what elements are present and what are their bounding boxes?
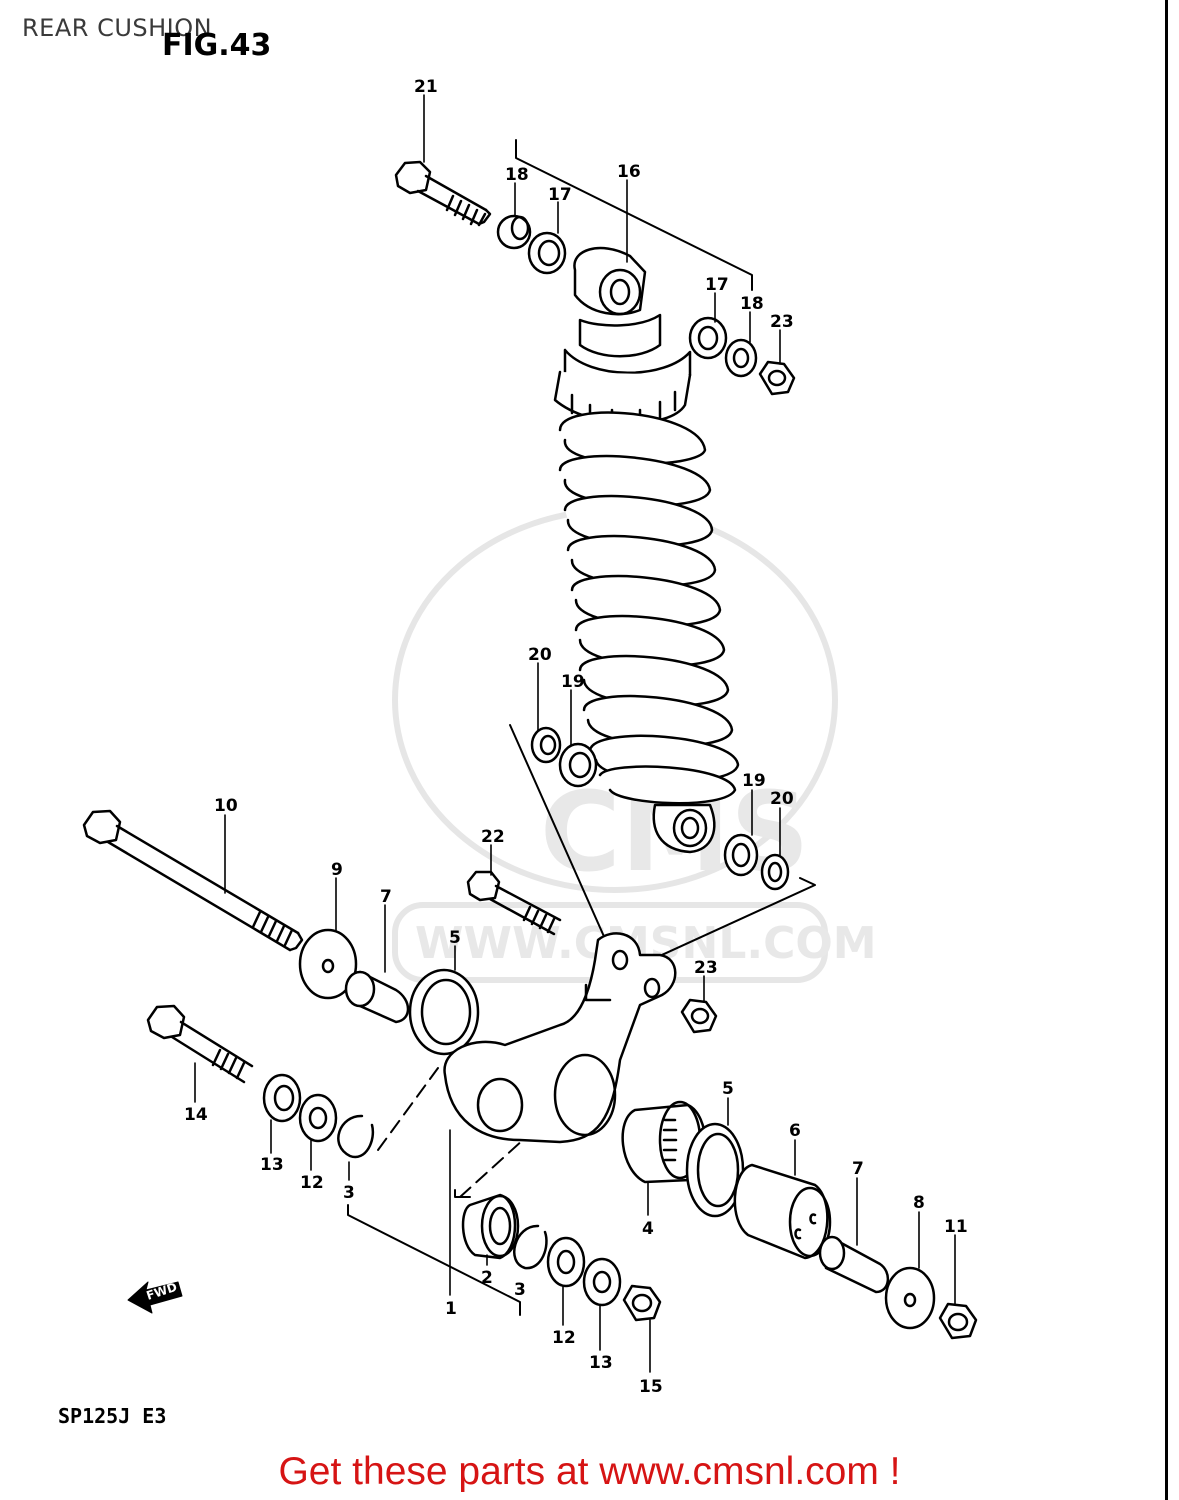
washer-12-right [546, 1236, 586, 1288]
sleeve-6 [733, 1163, 832, 1260]
page-title: REAR CUSHION [22, 14, 213, 42]
bolt-14 [146, 1004, 254, 1084]
page-border-right [1165, 0, 1168, 1500]
callout-20: 20 [770, 789, 794, 809]
callout-23: 23 [770, 312, 794, 332]
callout-6: 6 [789, 1121, 801, 1141]
axis-tick [454, 1189, 471, 1198]
callout-9: 9 [331, 860, 343, 880]
bracket-middle-b [617, 877, 816, 976]
callout-7: 7 [380, 887, 392, 907]
axis-line-left [377, 1067, 439, 1151]
washer-8 [884, 1266, 936, 1330]
callout-15: 15 [639, 1377, 663, 1397]
nut-23-top [758, 360, 796, 396]
spacer-7-left [344, 970, 410, 1024]
callout-19: 19 [561, 672, 585, 692]
nut-23-lower [680, 998, 718, 1034]
callout-12: 12 [300, 1173, 324, 1193]
model-code: SP125J E3 [58, 1404, 167, 1428]
callout-5: 5 [449, 928, 461, 948]
footer-link[interactable]: Get these parts at www.cmsnl.com ! [278, 1450, 901, 1493]
bracket-top [515, 139, 753, 291]
forward-arrow-icon: FWD [127, 1280, 183, 1314]
callout-3: 3 [514, 1280, 526, 1300]
shock-absorber [553, 313, 692, 430]
callout-13: 13 [589, 1353, 613, 1373]
callout-10: 10 [214, 796, 238, 816]
callout-labels: 21 18 17 16 17 18 23 20 19 19 20 10 22 9… [184, 77, 968, 1397]
callout-19: 19 [742, 771, 766, 791]
bolt-10 [82, 809, 304, 952]
callout-22: 22 [481, 827, 505, 847]
collar-20-right [760, 853, 790, 891]
callout-17: 17 [705, 275, 729, 295]
callout-4: 4 [642, 1219, 654, 1239]
callout-23: 23 [694, 958, 718, 978]
circlip-3-left [337, 1114, 375, 1159]
nut-15 [622, 1284, 662, 1322]
callout-3: 3 [343, 1183, 355, 1203]
callout-14: 14 [184, 1105, 208, 1125]
callout-16: 16 [617, 162, 641, 182]
bushing-16 [573, 246, 647, 316]
seal-17-top [527, 231, 567, 275]
callout-5: 5 [722, 1079, 734, 1099]
collar-20-left [530, 726, 562, 764]
callout-18: 18 [505, 165, 529, 185]
cushion-lever [443, 932, 677, 1144]
bolt-22 [466, 870, 562, 936]
callout-7: 7 [852, 1159, 864, 1179]
callout-11: 11 [944, 1217, 968, 1237]
collar-13-left [262, 1073, 302, 1123]
nut-11 [938, 1302, 978, 1340]
collar-18-right [724, 338, 758, 378]
callout-18: 18 [740, 294, 764, 314]
callout-2: 2 [481, 1268, 493, 1288]
callout-13: 13 [260, 1155, 284, 1175]
callout-12: 12 [552, 1328, 576, 1348]
coil-spring [558, 411, 740, 805]
seal-19-left [558, 742, 598, 788]
washer-12-left [298, 1093, 338, 1143]
washer-9 [298, 928, 358, 1000]
spacer-7-right [818, 1235, 889, 1294]
callout-17: 17 [548, 185, 572, 205]
seal-17-right [688, 316, 728, 360]
shock-lower-eye [652, 803, 716, 854]
circlip-3-right [513, 1224, 548, 1270]
seal-19-right [723, 833, 759, 877]
leader-lines [194, 94, 956, 1373]
callout-8: 8 [913, 1193, 925, 1213]
figure-number: FIG.43 [162, 28, 272, 63]
collar-13-right [582, 1257, 622, 1307]
callout-21: 21 [414, 77, 438, 97]
seal-5-left [408, 968, 480, 1056]
callout-20: 20 [528, 645, 552, 665]
bracket-bottom [347, 1204, 521, 1316]
bolt-21 [394, 160, 492, 227]
callout-1: 1 [445, 1299, 457, 1319]
bearing-2 [461, 1193, 520, 1260]
collar-18-top [496, 214, 532, 250]
